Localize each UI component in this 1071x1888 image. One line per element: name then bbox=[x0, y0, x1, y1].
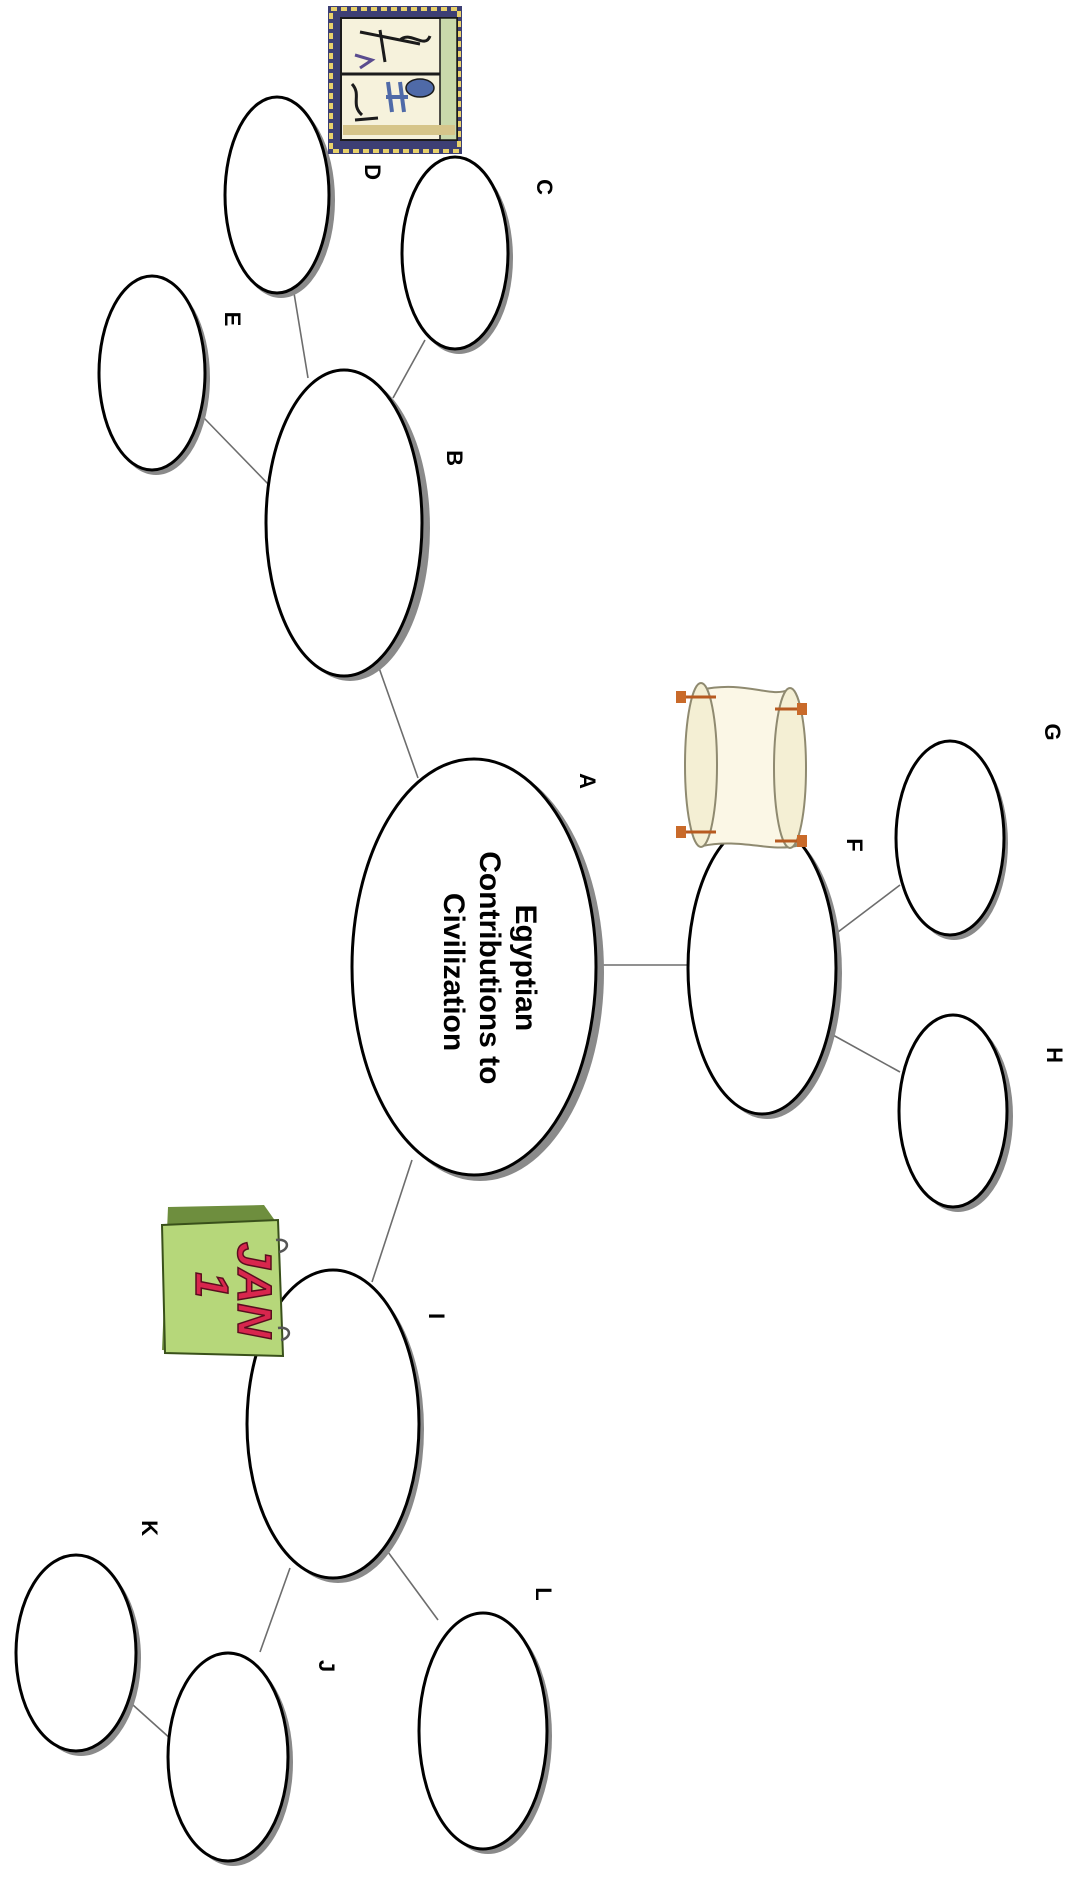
bubble-k bbox=[14, 1553, 138, 1753]
connector-a-i bbox=[371, 1159, 413, 1283]
calendar-month: JAN bbox=[227, 1242, 280, 1339]
labels: A B C D E F G H I J K L bbox=[137, 164, 1067, 1672]
label-f: F bbox=[842, 838, 867, 851]
connector-f-g bbox=[837, 884, 901, 933]
label-d: D bbox=[360, 164, 385, 180]
label-h: H bbox=[1042, 1047, 1067, 1063]
bubble-h bbox=[897, 1013, 1009, 1209]
bubble-e bbox=[97, 274, 207, 472]
label-i: I bbox=[424, 1313, 449, 1319]
label-l: L bbox=[531, 1587, 556, 1600]
connector-i-j bbox=[259, 1567, 291, 1653]
bubble-g bbox=[894, 739, 1006, 937]
label-b: B bbox=[442, 450, 467, 466]
connector-j-k bbox=[132, 1704, 173, 1741]
center-title-line-2: Contributions to bbox=[473, 851, 506, 1084]
connector-b-e bbox=[203, 417, 272, 488]
bubble-b bbox=[264, 368, 424, 678]
label-c: C bbox=[532, 179, 557, 195]
bubble-j bbox=[166, 1651, 290, 1863]
label-a: A bbox=[575, 773, 600, 789]
bubbles bbox=[14, 95, 1009, 1863]
bubble-l bbox=[417, 1611, 549, 1851]
center-title: Egyptian Contributions to Civilization bbox=[437, 851, 542, 1093]
label-k: K bbox=[137, 1520, 162, 1536]
connector-f-h bbox=[832, 1034, 901, 1073]
center-title-line-3: Civilization bbox=[437, 893, 470, 1051]
bubble-d bbox=[223, 95, 331, 295]
label-g: G bbox=[1040, 723, 1065, 740]
label-e: E bbox=[220, 312, 245, 327]
bubble-i bbox=[245, 1268, 421, 1580]
label-j: J bbox=[314, 1660, 339, 1672]
center-title-line-1: Egyptian bbox=[509, 904, 542, 1031]
calendar-day: 1 bbox=[186, 1272, 238, 1298]
connector-b-c bbox=[392, 339, 426, 399]
connector-a-b bbox=[377, 664, 419, 779]
bubble-a bbox=[350, 757, 598, 1177]
connectors bbox=[132, 292, 901, 1741]
calendar-icon: JAN 1 bbox=[160, 1205, 291, 1358]
bubble-f bbox=[686, 820, 838, 1116]
hieroglyph-book-icon bbox=[328, 6, 462, 154]
connector-i-l bbox=[387, 1551, 439, 1621]
bubble-c bbox=[400, 155, 510, 351]
connector-b-d bbox=[293, 292, 309, 379]
papyrus-scroll-icon bbox=[676, 682, 807, 849]
